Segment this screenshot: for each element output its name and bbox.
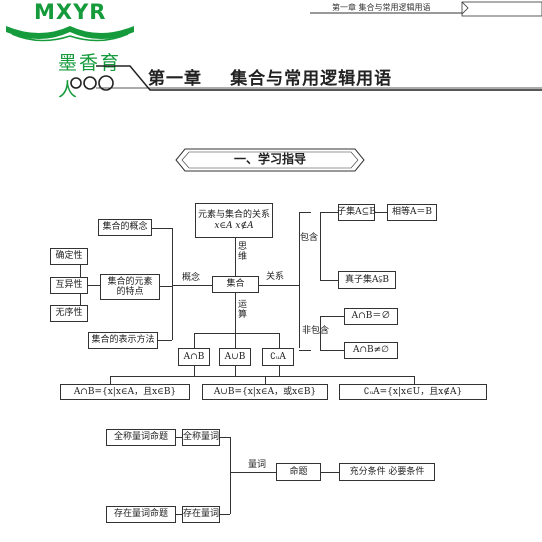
- universal-quantifier-box: 全称量词: [182, 429, 220, 446]
- noncontain-label: 非包含: [302, 326, 330, 336]
- existential-quantifier-box: 存在量词: [182, 506, 220, 523]
- nonempty-intersection-box: A∩B≠∅: [344, 342, 398, 359]
- proper-subset-box: 真子集A⫋B: [338, 271, 396, 289]
- existential-proposition-box: 存在量词命题: [106, 506, 176, 523]
- relation-label: 关系: [266, 272, 285, 282]
- unordered-box: 无序性: [50, 305, 88, 322]
- relation-box-formula: x∈A x∉A: [214, 220, 254, 231]
- universal-proposition-box: 全称量词命题: [106, 429, 176, 446]
- chapter-number: 第一章: [148, 69, 202, 89]
- complement-op-box: ∁ᵤA: [262, 348, 294, 366]
- running-header: 第一章 集合与常用逻辑用语: [332, 3, 431, 12]
- complement-def-box: ∁ᵤA={x|x∈U，且x∉A}: [339, 384, 487, 400]
- center-set-box: 集合: [212, 276, 259, 293]
- thinking-label: 思维: [238, 242, 248, 263]
- chapter-heading: 第一章 集合与常用逻辑用语: [148, 64, 392, 89]
- chapter-title: 集合与常用逻辑用语: [230, 69, 393, 89]
- representation-box: 集合的表示方法: [88, 332, 158, 349]
- equal-box: 相等A＝B: [387, 204, 437, 221]
- determinate-box: 确定性: [50, 248, 88, 265]
- set-concept-box: 集合的概念: [98, 219, 152, 236]
- union-op-box: A∪B: [219, 348, 251, 366]
- union-def-box: A∪B={x|x∈A，或x∈B}: [202, 384, 328, 400]
- book-logo-icon: [6, 26, 134, 42]
- empty-intersection-box: A∩B＝∅: [344, 308, 398, 325]
- subset-box: 子集A⊆B: [337, 204, 376, 221]
- element-traits-box: 集合的元素的特点: [100, 274, 160, 300]
- relation-box-title: 元素与集合的关系: [197, 210, 270, 221]
- operation-label: 运算: [238, 300, 248, 321]
- section-title: 一、学习指导: [233, 152, 306, 166]
- logo: MXYR 墨香育人: [0, 0, 140, 101]
- contain-label: 包含: [300, 233, 319, 243]
- header-rule: [96, 1, 542, 91]
- intersection-def-box: A∩B={x|x∈A，且x∈B}: [60, 384, 190, 400]
- section-banner-frame: [175, 148, 365, 172]
- element-set-relation-box: 元素与集合的关系 x∈A x∉A: [195, 203, 273, 238]
- intersection-op-box: A∩B: [178, 348, 210, 366]
- concept-label: 概念: [182, 273, 201, 283]
- logo-text: MXYR: [34, 0, 107, 24]
- quantifier-label: 量词: [248, 460, 267, 470]
- logo-chinese-text: 墨香育人: [58, 52, 122, 101]
- circles-decoration-icon: [70, 75, 114, 91]
- distinct-box: 互异性: [50, 277, 88, 294]
- proposition-box: 命题: [276, 463, 321, 481]
- conditions-box: 充分条件 必要条件: [339, 463, 435, 481]
